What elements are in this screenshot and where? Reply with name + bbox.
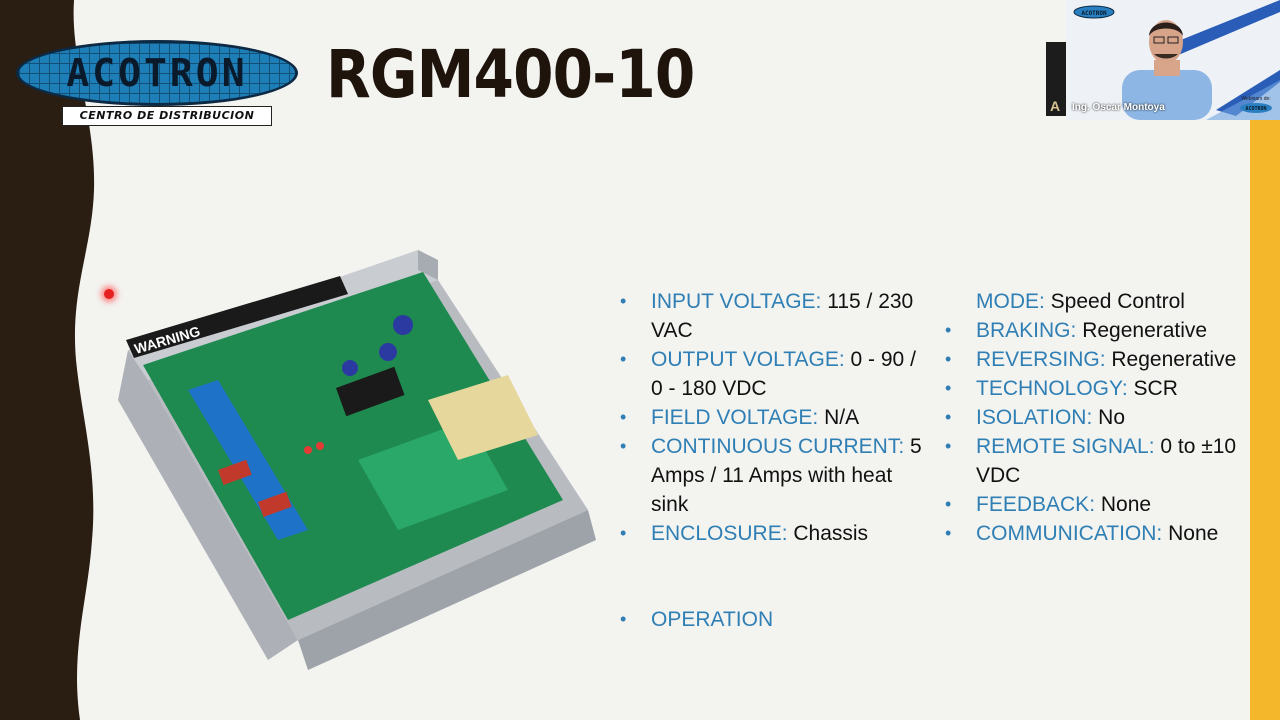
spec-field-voltage: FIELD VOLTAGE: N/A (620, 403, 930, 432)
spec-isolation: ISOLATION: No (945, 403, 1250, 432)
spacer (620, 548, 930, 605)
motor-controller-image: WARNING (118, 250, 596, 670)
decorative-right-stripe (1250, 0, 1280, 720)
spec-feedback: FEEDBACK: None (945, 490, 1250, 519)
svg-text:Webinars de:: Webinars de: (1241, 96, 1270, 102)
webcam-video: ACOTRON Webinars de: ACOTRON (1066, 0, 1280, 120)
spec-communication: COMMUNICATION: None (945, 519, 1250, 548)
company-logo: ACOTRON CENTRO DE DISTRIBUCION (16, 40, 298, 126)
spec-mode: MODE: Speed Control (976, 290, 1185, 313)
spec-technology: TECHNOLOGY: SCR (945, 374, 1250, 403)
logo-subtitle: CENTRO DE DISTRIBUCION (62, 106, 272, 126)
specs-list-right: MODE: Speed Control BRAKING: Regenerativ… (945, 287, 1250, 548)
specs-list-left: INPUT VOLTAGE: 115 / 230 VAC OUTPUT VOLT… (620, 287, 930, 634)
spec-operation: OPERATION (620, 605, 930, 634)
spec-output-voltage: OUTPUT VOLTAGE: 0 - 90 / 0 - 180 VDC (620, 345, 930, 403)
slide-title: RGM400-10 (326, 36, 695, 113)
spec-enclosure: ENCLOSURE: Chassis (620, 519, 930, 548)
side-tab: A (1046, 42, 1066, 116)
spec-continuous-current: CONTINUOUS CURRENT: 5 Amps / 11 Amps wit… (620, 432, 930, 519)
spec-remote-signal: REMOTE SIGNAL: 0 to ±10 VDC (945, 432, 1250, 490)
svg-text:ACOTRON: ACOTRON (1081, 10, 1107, 17)
laser-pointer-dot (104, 289, 114, 299)
spec-braking: BRAKING: Regenerative (945, 316, 1250, 345)
presenter-webcam[interactable]: ACOTRON Webinars de: ACOTRON Ing. Oscar … (1066, 0, 1280, 120)
presenter-name: Ing. Oscar Montoya (1072, 102, 1165, 113)
spec-input-voltage: INPUT VOLTAGE: 115 / 230 VAC (620, 287, 930, 345)
spec-reversing: REVERSING: Regenerative (945, 345, 1250, 374)
decorative-left-band (0, 0, 95, 720)
svg-text:ACOTRON: ACOTRON (1245, 106, 1266, 112)
